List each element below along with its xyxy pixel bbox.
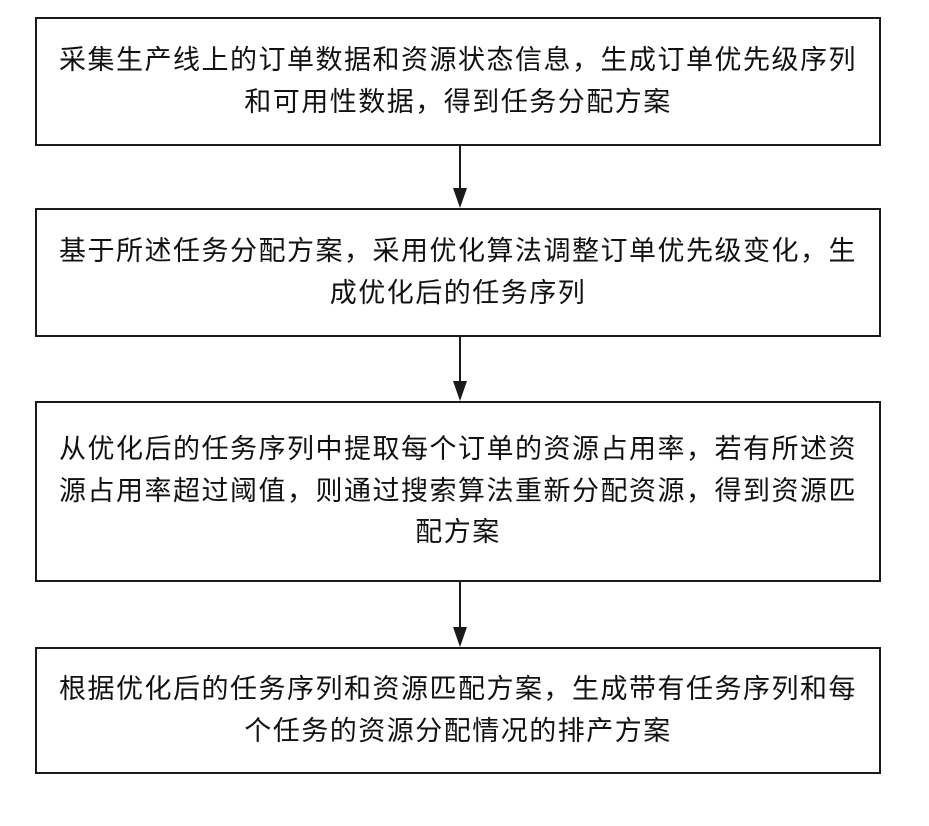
- flow-step-1-text: 采集生产线上的订单数据和资源状态信息，生成订单优先级序列和可用性数据，得到任务分…: [59, 40, 857, 124]
- flow-step-3-text: 从优化后的任务序列中提取每个订单的资源占用率，若有所述资源占用率超过阈值，则通过…: [59, 429, 857, 555]
- flow-arrow-3-4: [450, 582, 470, 647]
- flow-step-1-box: 采集生产线上的订单数据和资源状态信息，生成订单优先级序列和可用性数据，得到任务分…: [35, 17, 881, 146]
- flow-step-4-text: 根据优化后的任务序列和资源匹配方案，生成带有任务序列和每个任务的资源分配情况的排…: [59, 669, 857, 753]
- flow-step-2-box: 基于所述任务分配方案，采用优化算法调整订单优先级变化，生成优化后的任务序列: [35, 208, 881, 337]
- flow-step-2-text: 基于所述任务分配方案，采用优化算法调整订单优先级变化，生成优化后的任务序列: [59, 231, 857, 315]
- flow-step-4-box: 根据优化后的任务序列和资源匹配方案，生成带有任务序列和每个任务的资源分配情况的排…: [35, 647, 881, 774]
- flow-step-3-box: 从优化后的任务序列中提取每个订单的资源占用率，若有所述资源占用率超过阈值，则通过…: [35, 401, 881, 582]
- flow-arrow-2-3: [450, 337, 470, 401]
- flow-arrow-1-2: [450, 146, 470, 208]
